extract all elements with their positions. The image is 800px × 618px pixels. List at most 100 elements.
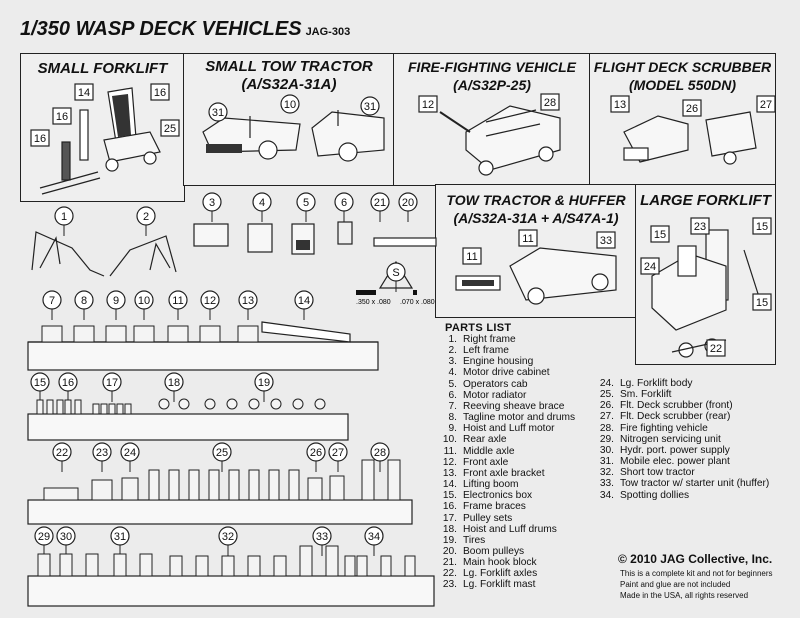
callout-loose-3: 3 [202, 192, 222, 212]
sprue-part [108, 403, 116, 415]
callout-number: 2 [143, 211, 149, 223]
part-number: 27. [599, 411, 614, 423]
part-name: Electronics box [463, 490, 533, 502]
sm-forklift-part [288, 469, 300, 501]
callout-number: 22 [56, 447, 68, 459]
small-tow-tractor-drawing [202, 110, 385, 162]
callout-loose-5: 5 [296, 192, 316, 212]
power-plant-part [113, 553, 127, 577]
parts-list-item: 26.Flt. Deck scrubber (front) [594, 400, 769, 411]
callout-sprue3-23: 23 [92, 442, 112, 462]
fire-fighting-drawing [439, 105, 561, 176]
part-number: 33. [599, 478, 614, 490]
sm-forklift-part [248, 469, 260, 501]
callout-number: 20 [402, 197, 414, 209]
callout-tow-tractor-huffer-11: 11 [518, 229, 538, 247]
part-number: 11. [443, 445, 457, 457]
callout-number: 16 [154, 87, 166, 99]
callout-number: 33 [316, 531, 328, 543]
callout-number: 21 [374, 197, 386, 209]
callout-large-forklift-24: 24 [640, 257, 660, 275]
sprue-part [124, 403, 132, 415]
callout-loose-20: 20 [398, 192, 418, 212]
parts-list-item: 34.Spotting dollies [594, 490, 769, 501]
part-number: 25. [599, 389, 614, 401]
part-name: Lg. Forklift axles [463, 568, 538, 580]
callout-large-forklift-15: 15 [752, 217, 772, 235]
part-number: 28. [599, 422, 614, 434]
callout-number: 26 [686, 103, 698, 115]
callout-shape [540, 93, 560, 111]
callout-number: 8 [81, 295, 87, 307]
callout-number: 10 [138, 295, 150, 307]
callout-number: 13 [614, 99, 626, 111]
scrubber-rear-part [329, 475, 345, 501]
sm-forklift-part [168, 469, 180, 501]
parts-list-item: 8.Tagline motor and drums [437, 412, 576, 423]
part-name: Motor drive cabinet [463, 367, 550, 379]
part-name: Sm. Forklift [620, 389, 672, 401]
dolly-part [380, 555, 392, 577]
callout-shape [150, 83, 170, 101]
callout-number: 31 [212, 107, 224, 119]
note-line-1: This is a complete kit and not for begin… [620, 569, 773, 578]
copyright: © 2010 JAG Collective, Inc. [618, 552, 773, 566]
sprue-part [46, 399, 54, 415]
tow-tractor-part [195, 555, 209, 577]
parts-list-item: 5.Operators cab [437, 379, 575, 390]
sprue-part [133, 325, 155, 343]
tire-part [226, 398, 238, 410]
part-number: 13. [442, 467, 457, 479]
callout-tow-tractor-huffer-33: 33 [596, 231, 616, 249]
callout-number: 33 [600, 235, 612, 247]
callout-number: 16 [62, 377, 74, 389]
callout-small-tow-tractor-31: 31 [360, 96, 380, 116]
callout-sprue3-26: 26 [306, 442, 326, 462]
header-tow-tractor-huffer: TOW TRACTOR & HUFFER (A/S32A-31A + A/S47… [446, 192, 626, 226]
body-part [121, 477, 139, 501]
parts-list-item: 9.Hoist and Luff motor [437, 423, 575, 434]
parts-list-item: 4.Motor drive cabinet [437, 367, 575, 378]
header-fire-fighting: FIRE-FIGHTING VEHICLE (A/S32P-25) [408, 59, 576, 93]
nitrogen-unit-part [37, 553, 51, 577]
sm-forklift-part [148, 469, 160, 501]
callout-shape [596, 231, 616, 249]
parts-list-item: 12.Front axle [437, 457, 575, 468]
part-number: 10. [442, 434, 457, 446]
sprue-rails [27, 321, 435, 607]
tow-tractor-part [169, 555, 183, 577]
loose-parts-drawing [31, 221, 437, 295]
callout-small-forklift-16: 16 [150, 83, 170, 101]
power-plant-part [85, 553, 99, 577]
callout-shape [208, 102, 228, 122]
parts-list-item: 30.Hydr. port. power supply [594, 445, 769, 456]
callout-number: 23 [694, 221, 706, 233]
part-number: 6. [448, 389, 458, 401]
stock-label-1: .350 x .080 [356, 299, 391, 306]
power-plant-part [139, 553, 153, 577]
callout-sprue3-24: 24 [120, 442, 140, 462]
part-number: 5. [448, 378, 458, 390]
callout-shape [360, 96, 380, 116]
callout-number: 32 [222, 531, 234, 543]
callout-small-tow-tractor-31: 31 [208, 102, 228, 122]
parts-list-item: 13.Front axle bracket [437, 468, 575, 479]
parts-list-item: 23.Lg. Forklift mast [437, 579, 575, 590]
callout-deck-scrubber-26: 26 [682, 99, 702, 117]
callout-sprue3-25: 25 [212, 442, 232, 462]
tow-tractor-part [273, 555, 287, 577]
parts-list-item: 16.Frame braces [437, 501, 575, 512]
tire-part [270, 398, 282, 410]
part-name: Flt. Deck scrubber (rear) [620, 411, 731, 423]
callout-large-forklift-15: 15 [752, 293, 772, 311]
tire-part [314, 398, 326, 410]
callout-shape [610, 95, 630, 113]
sprue-part [167, 325, 189, 343]
note-line-3: Made in the USA, all rights reserved [620, 591, 749, 600]
callout-sprue4-33: 33 [312, 526, 332, 546]
callout-number: 29 [38, 531, 50, 543]
power-supply-part [59, 553, 73, 577]
callout-sprue3-27: 27 [328, 442, 348, 462]
part-name: Reeving sheave brace [463, 400, 565, 412]
